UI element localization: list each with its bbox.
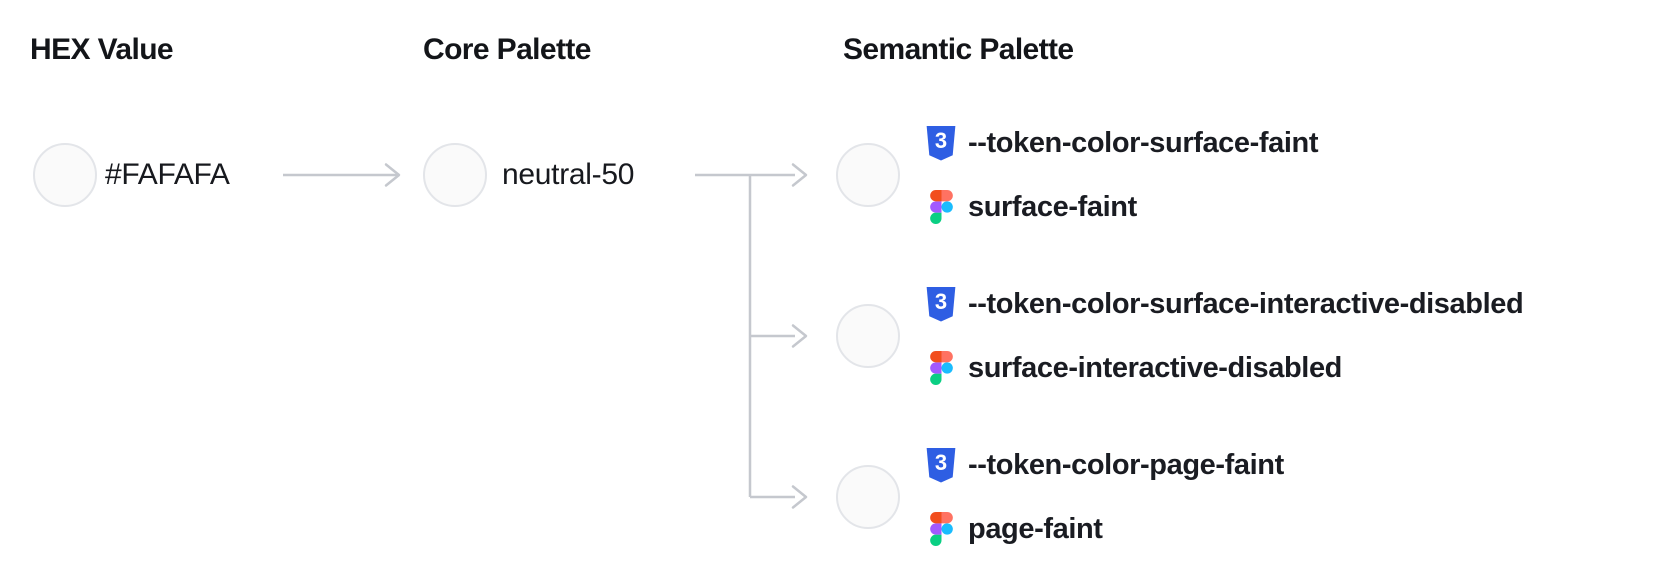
semantic-token-row: 3 --token-color-surface-faint surface-fa… xyxy=(836,111,1319,239)
arrowhead-icon xyxy=(791,324,808,348)
css-variable-name: --token-color-page-faint xyxy=(968,448,1284,481)
figma-style-name: surface-faint xyxy=(968,190,1137,223)
core-palette-label: neutral-50 xyxy=(502,158,635,191)
semantic-palette-header: Semantic Palette xyxy=(843,33,1074,66)
hex-value-header: HEX Value xyxy=(30,33,174,66)
core-color-swatch xyxy=(423,143,487,207)
semantic-token-row: 3 --token-color-surface-interactive-disa… xyxy=(836,272,1524,400)
arrowhead-icon xyxy=(791,485,808,509)
hex-color-swatch xyxy=(33,143,97,207)
figma-logo-icon xyxy=(926,188,956,226)
css-variable-name: --token-color-surface-interactive-disabl… xyxy=(968,287,1524,320)
semantic-color-swatch xyxy=(836,465,900,529)
semantic-color-swatch xyxy=(836,304,900,368)
semantic-token-row: 3 --token-color-page-faint page-faint xyxy=(836,433,1284,561)
css3-shield-icon: 3 xyxy=(926,124,956,162)
css-variable-name: --token-color-surface-faint xyxy=(968,126,1319,159)
css3-shield-icon: 3 xyxy=(926,285,956,323)
arrowhead-icon xyxy=(791,163,808,187)
css3-shield-icon: 3 xyxy=(926,446,956,484)
arrowhead-icon xyxy=(384,163,401,187)
core-palette-header: Core Palette xyxy=(423,33,591,66)
figma-style-name: page-faint xyxy=(968,512,1103,545)
hex-value-label: #FAFAFA xyxy=(105,158,230,191)
figma-style-name: surface-interactive-disabled xyxy=(968,351,1342,384)
figma-logo-icon xyxy=(926,510,956,548)
semantic-color-swatch xyxy=(836,143,900,207)
figma-logo-icon xyxy=(926,349,956,387)
